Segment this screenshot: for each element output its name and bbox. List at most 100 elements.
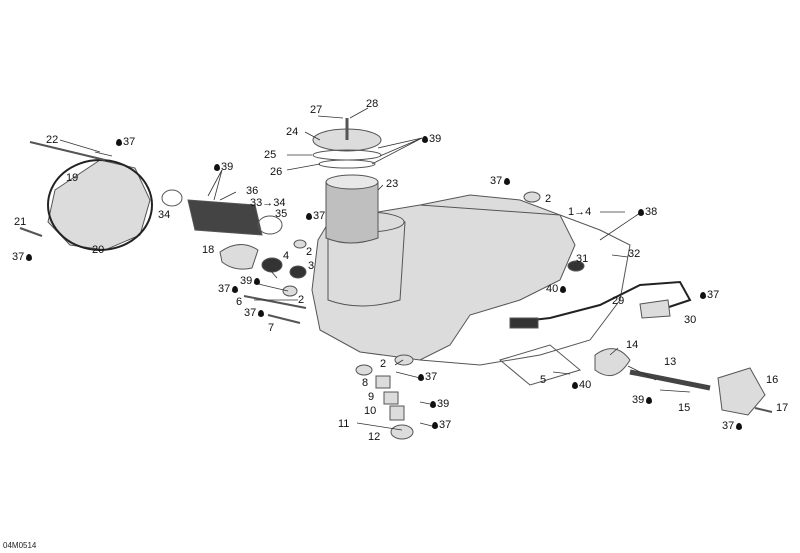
callout-22: 22 — [46, 134, 59, 146]
callout-39: 39 — [430, 398, 449, 410]
drop-icon — [232, 286, 239, 293]
callout-2: 2 — [545, 193, 552, 205]
callout-28: 28 — [366, 98, 379, 110]
oil-filter-top — [325, 174, 379, 190]
callout-40: 40 — [546, 283, 567, 295]
callout-2: 2 — [306, 246, 313, 258]
callout-9: 9 — [368, 391, 375, 403]
callout-32: 32 — [628, 248, 641, 260]
callout-7: 7 — [268, 322, 275, 334]
callout-35: 35 — [275, 208, 288, 220]
drop-icon — [258, 310, 265, 317]
bolt-7 — [267, 314, 301, 324]
callout-36: 36 — [246, 185, 259, 197]
part-8 — [375, 375, 391, 389]
drop-icon — [254, 278, 261, 285]
drop-icon — [432, 422, 438, 429]
callout-2: 2 — [380, 358, 387, 370]
callout-13: 13 — [664, 356, 677, 368]
drop-icon — [26, 254, 33, 261]
callout-6: 6 — [236, 296, 243, 308]
bolt-21 — [19, 227, 43, 237]
filter-oring-lower — [318, 159, 376, 169]
callout-14: 14 — [626, 339, 639, 351]
callout-37: 37 — [432, 419, 451, 431]
plug-2-mid — [282, 285, 298, 297]
callout-37: 37 — [116, 136, 135, 148]
callout-37: 37 — [700, 289, 719, 301]
drop-icon — [560, 286, 567, 293]
plug-37-bottom — [355, 364, 373, 376]
callout-31: 31 — [576, 253, 589, 265]
drop-icon — [422, 136, 428, 143]
callout-37: 37 — [490, 175, 511, 187]
callout-39: 39 — [422, 133, 441, 145]
drop-icon — [306, 213, 312, 220]
callout-3: 3 — [308, 260, 315, 272]
callout-39: 39 — [632, 394, 653, 406]
wire-harness — [514, 280, 692, 323]
drop-icon — [736, 423, 743, 430]
callout-4: 4 — [283, 250, 290, 262]
connector — [509, 317, 539, 329]
callout-1: 1→4 — [568, 206, 592, 218]
callout-15: 15 — [678, 402, 691, 414]
clamp-34 — [161, 189, 183, 207]
callout-16: 16 — [766, 374, 779, 386]
drop-icon — [700, 292, 706, 299]
part-9 — [383, 391, 399, 405]
callout-17: 17 — [776, 402, 789, 414]
sensor-29 — [639, 299, 671, 319]
drop-icon — [430, 401, 436, 408]
bolt-22 — [29, 141, 106, 161]
callout-37: 37 — [218, 283, 239, 295]
callout-34: 34 — [158, 209, 171, 221]
plug-2-left — [293, 239, 307, 249]
callout-5: 5 — [540, 374, 547, 386]
callout-39: 39 — [214, 161, 233, 173]
callout-21: 21 — [14, 216, 27, 228]
hose-36 — [187, 199, 263, 236]
callout-10: 10 — [364, 405, 377, 417]
callout-11: 11 — [338, 418, 350, 430]
callout-27: 27 — [310, 104, 323, 116]
seal-4 — [261, 257, 283, 273]
shaft-13 — [629, 369, 711, 391]
callout-37: 37 — [306, 210, 325, 222]
callout-20: 20 — [92, 244, 105, 256]
callout-37: 37 — [418, 371, 437, 383]
washer-3 — [289, 265, 307, 279]
plug-2-right — [523, 191, 541, 203]
reference-code: 04M0514 — [3, 541, 37, 550]
callout-30: 30 — [684, 314, 697, 326]
part-10 — [389, 405, 405, 421]
trigger-wheel-14 — [594, 348, 631, 377]
plug-31 — [567, 260, 585, 272]
bolt-6 — [243, 295, 307, 309]
cover-16 — [717, 367, 766, 416]
callout-24: 24 — [286, 126, 299, 138]
drop-icon — [116, 139, 122, 146]
callout-23: 23 — [386, 178, 399, 190]
callout-40: 40 — [572, 379, 591, 391]
crankcase-flange — [419, 204, 631, 366]
callout-33: 33→34 — [250, 197, 286, 209]
callout-38: 38 — [638, 206, 657, 218]
drop-icon — [638, 209, 644, 216]
oil-filter — [325, 181, 379, 244]
callout-25: 25 — [264, 149, 277, 161]
ring-35 — [257, 215, 283, 235]
water-pump-gasket — [47, 159, 153, 251]
drop-icon — [214, 164, 220, 171]
drop-icon — [572, 382, 578, 389]
gasket-5 — [498, 344, 582, 386]
drop-icon — [646, 397, 653, 404]
drop-icon — [504, 178, 511, 185]
callout-19: 19 — [66, 172, 79, 184]
callout-37: 37 — [722, 420, 743, 432]
callout-29: 29 — [612, 295, 625, 307]
part-12 — [390, 424, 414, 440]
bolt-17 — [754, 407, 773, 413]
